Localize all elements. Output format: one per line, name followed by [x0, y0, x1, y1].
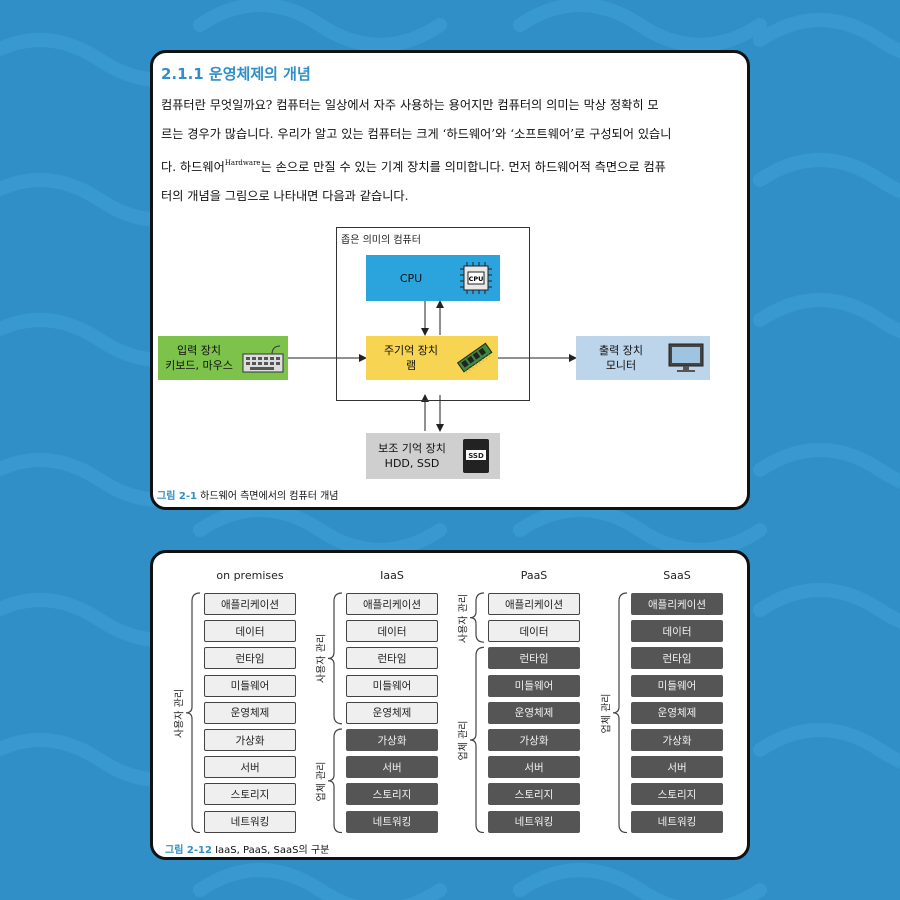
layer-box: 애플리케이션: [488, 593, 580, 615]
layer-box: 미들웨어: [346, 674, 438, 697]
hardware-concept-card: 2.1.1 운영체제의 개념 컴퓨터란 무엇일까요? 컴퓨터는 일상에서 자주 …: [150, 50, 750, 510]
column-header: IaaS: [380, 569, 404, 582]
layer-box: 운영체제: [346, 701, 438, 724]
column-header: on premises: [216, 569, 284, 582]
layer-box: 운영체제: [204, 701, 296, 724]
layer-box: 미들웨어: [488, 674, 580, 697]
layer-box: 미들웨어: [204, 674, 296, 697]
cpu-chip-icon: CPU: [460, 262, 492, 294]
narrow-computer-label: 좁은 의미의 컴퓨터: [341, 235, 421, 246]
intro-paragraph: 컴퓨터란 무엇일까요? 컴퓨터는 일상에서 자주 사용하는 용어지만 컴퓨터의 …: [161, 91, 741, 211]
bracket: [612, 592, 628, 833]
layer-box: 애플리케이션: [204, 593, 296, 615]
layer-box: 스토리지: [204, 783, 296, 806]
layer-box: 서버: [346, 756, 438, 779]
figure2-caption: 그림 2-12 IaaS, PaaS, SaaS의 구분: [165, 845, 330, 856]
layer-box: 가상화: [346, 729, 438, 751]
layer-box: 서버: [204, 756, 296, 779]
bracket: [327, 728, 343, 833]
layer-box: 스토리지: [631, 783, 723, 806]
layer-box: 애플리케이션: [346, 593, 438, 615]
layer-box: 런타임: [488, 647, 580, 670]
layer-box: 운영체제: [631, 701, 723, 724]
layer-box: 서버: [631, 756, 723, 779]
vendor-managed-label: 업체 관리: [458, 720, 470, 761]
user-managed-label: 사용자 관리: [316, 634, 328, 684]
monitor-icon: [668, 343, 704, 372]
layer-box: 가상화: [204, 729, 296, 751]
layer-box: 데이터: [631, 620, 723, 643]
ram-stick-icon: [456, 342, 493, 374]
hardware-superscript: Hardware: [224, 159, 261, 167]
vendor-managed-label: 업체 관리: [601, 693, 613, 734]
figure1-caption: 그림 2-1 하드웨어 측면에서의 컴퓨터 개념: [157, 491, 339, 502]
layer-box: 데이터: [488, 620, 580, 643]
layer-box: 미들웨어: [631, 674, 723, 697]
layer-box: 네트워킹: [204, 810, 296, 833]
layer-box: 스토리지: [346, 783, 438, 806]
layer-box: 스토리지: [488, 783, 580, 806]
layer-box: 운영체제: [488, 701, 580, 724]
layer-box: 서버: [488, 756, 580, 779]
bracket: [327, 592, 343, 725]
bracket: [185, 592, 201, 833]
layer-box: 런타임: [631, 647, 723, 670]
cpu-box: CPU CPU: [366, 255, 500, 301]
column-header: PaaS: [520, 569, 548, 582]
column-header: SaaS: [663, 569, 691, 582]
layer-box: 애플리케이션: [631, 593, 723, 615]
bracket: [469, 592, 485, 643]
bracket-lines: [185, 592, 628, 833]
layer-box: 네트워킹: [346, 810, 438, 833]
layer-box: 가상화: [631, 729, 723, 751]
keyboard-icon: [242, 345, 284, 373]
ssd-chip-text: SSD: [468, 452, 484, 460]
layer-box: 데이터: [204, 620, 296, 643]
diagram-arrows: [288, 300, 577, 432]
layer-box: 네트워킹: [631, 810, 723, 833]
cpu-chip-text: CPU: [469, 275, 484, 283]
paragraph-line: 다. 하드웨어Hardware는 손으로 만질 수 있는 기계 장치를 의미합니…: [161, 159, 666, 174]
section-title: 2.1.1 운영체제의 개념: [161, 65, 311, 83]
user-managed-label: 사용자 관리: [174, 688, 186, 738]
layer-box: 런타임: [204, 647, 296, 670]
narrow-computer-frame: [336, 227, 530, 401]
layer-box: 가상화: [488, 729, 580, 751]
cpu-label: CPU: [399, 271, 423, 285]
ssd-icon: SSD: [463, 439, 489, 473]
layer-box: 런타임: [346, 647, 438, 670]
paragraph-line: 컴퓨터란 무엇일까요? 컴퓨터는 일상에서 자주 사용하는 용어지만 컴퓨터의 …: [161, 98, 659, 112]
paragraph-line: 르는 경우가 많습니다. 우리가 알고 있는 컴퓨터는 크게 ‘하드웨어’와 ‘…: [161, 127, 672, 141]
bracket: [469, 646, 485, 833]
layer-box: 네트워킹: [488, 810, 580, 833]
vendor-managed-label: 업체 관리: [316, 761, 328, 802]
user-managed-label: 사용자 관리: [458, 593, 470, 643]
paragraph-line: 터의 개념을 그림으로 나타내면 다음과 같습니다.: [161, 189, 409, 203]
layer-box: 데이터: [346, 620, 438, 643]
